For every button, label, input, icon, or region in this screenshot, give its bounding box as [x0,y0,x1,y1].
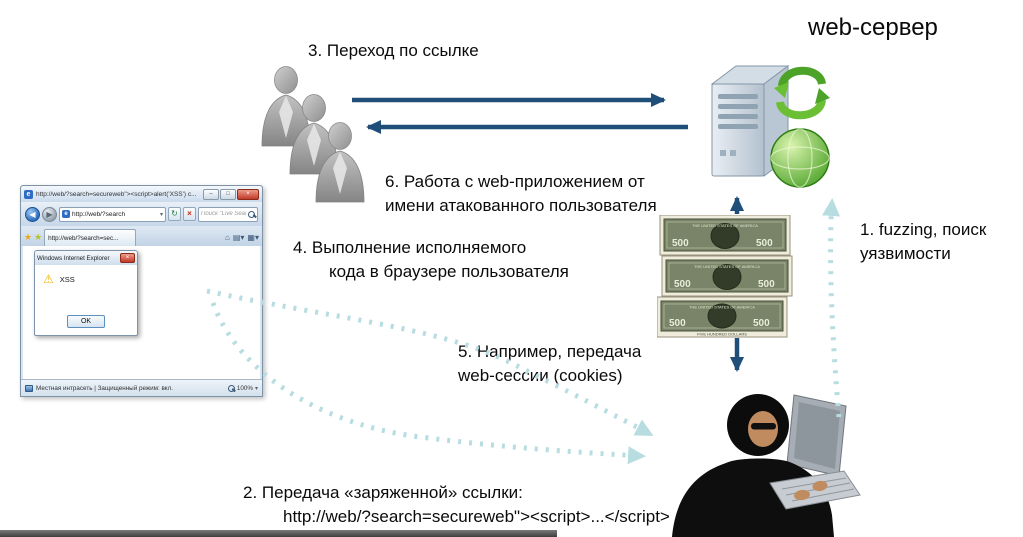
svg-text:THE UNITED STATES OF AMERICA: THE UNITED STATES OF AMERICA [689,305,755,310]
bottom-edge-bar [0,530,557,537]
step4-line1: 4. Выполнение исполняемого [293,238,527,257]
refresh-button[interactable]: ↻ [168,207,181,221]
svg-text:500: 500 [672,238,689,249]
address-text: http://web/?search [72,210,126,218]
step5-line2: web-сессии (cookies) [458,366,623,385]
svg-text:FIVE HUNDRED DOLLARS: FIVE HUNDRED DOLLARS [697,332,747,337]
step4-label: 4. Выполнение исполняемого кода в браузе… [293,236,569,284]
step1-label: 1. fuzzing, поиск уязвимости [860,218,986,266]
warning-icon: ⚠ [43,272,54,286]
dialog-title: Windows Internet Explorer [37,254,110,262]
search-input[interactable]: Поиск "Live Search" [198,206,258,222]
minimize-button[interactable]: – [203,188,219,200]
maximize-button[interactable]: □ [220,188,236,200]
back-button[interactable]: ◀ [25,206,40,222]
globe-icon [770,128,830,188]
server-icon [710,65,830,188]
step1-line1: 1. fuzzing, поиск [860,220,987,239]
browser-content: Windows Internet Explorer × ⚠ XSS OK [21,246,262,379]
tools-menu-icon[interactable]: ▦▾ [247,233,259,242]
step2-line1: 2. Передача «заряженной» ссылки: [243,483,523,502]
browser-tabbar: ★ ★ http://web/?search=sec... ⌂ ▤▾ ▦▾ [21,226,262,246]
browser-window: e http://web/?search=secureweb"><script>… [20,185,263,397]
close-button[interactable]: × [237,188,259,200]
money-icon: THE UNITED STATES OF AMERICA 500 500 THE… [657,215,793,338]
svg-text:500: 500 [674,279,691,290]
zoom-icon[interactable] [227,384,235,392]
favorites-star-icon[interactable]: ★ [24,232,33,242]
svg-text:500: 500 [756,238,773,249]
step2-line2: http://web/?search=secureweb"><script>..… [283,507,670,526]
step3-label: 3. Переход по ссылке [308,41,479,60]
step1-line2: уязвимости [860,244,951,263]
page-menu-icon[interactable]: ▤▾ [232,233,245,242]
laptop-icon [786,394,847,477]
step6-label: 6. Работа с web-приложением от имени ата… [385,170,657,218]
step5-label: 5. Например, передача web-сессии (cookie… [458,340,641,388]
dollar-bill: THE UNITED STATES OF AMERICA 500 500 FIV… [657,296,788,338]
sync-arrows-icon [774,66,830,120]
dollar-bill: THE UNITED STATES OF AMERICA 500 500 [661,255,793,297]
zoom-dropdown-icon[interactable]: ▾ [254,385,258,392]
dollar-bill: THE UNITED STATES OF AMERICA 500 500 [659,215,791,256]
address-dropdown-icon[interactable]: ▾ [159,211,163,218]
dialog-titlebar: Windows Internet Explorer × [35,251,137,265]
browser-titlebar[interactable]: e http://web/?search=secureweb"><script>… [21,186,262,202]
svg-text:500: 500 [753,318,770,329]
zoom-level[interactable]: 100% [236,384,253,392]
status-text: Местная интрасеть | Защищенный режим: вк… [36,384,174,392]
dialog-message: XSS [59,275,75,284]
alert-dialog: Windows Internet Explorer × ⚠ XSS OK [34,250,138,336]
page-icon: e [62,210,70,218]
step2-label: 2. Передача «заряженной» ссылки: http://… [243,481,670,529]
step6-line1: 6. Работа с web-приложением от [385,172,645,191]
svg-text:THE UNITED STATES OF AMERICA: THE UNITED STATES OF AMERICA [692,223,758,228]
browser-statusbar: Местная интрасеть | Защищенный режим: вк… [21,379,262,396]
ok-button[interactable]: OK [67,315,105,328]
svg-text:500: 500 [758,279,775,290]
stop-button[interactable]: × [183,207,196,221]
users-icon [261,66,365,203]
address-bar[interactable]: e http://web/?search ▾ [59,206,166,222]
intranet-icon [25,384,33,392]
search-placeholder: Поиск "Live Search" [201,211,246,217]
forward-button[interactable]: ▶ [42,206,57,222]
step6-line2: имени атакованного пользователя [385,196,657,215]
ie-favicon: e [24,189,33,199]
home-icon[interactable]: ⌂ [225,233,230,242]
step5-line1: 5. Например, передача [458,342,642,361]
laptop-base [769,470,861,510]
browser-tab[interactable]: http://web/?search=sec... [44,229,137,246]
step4-line2: кода в браузере пользователя [329,262,569,281]
browser-window-title: http://web/?search=secureweb"><script>al… [36,190,197,198]
web-server-label: web-сервер [808,14,938,41]
hacker-figure [672,394,834,537]
hacker-icon [672,394,861,537]
add-favorite-icon[interactable]: ★ [34,232,43,242]
svg-text:500: 500 [669,318,686,329]
svg-text:THE UNITED STATES OF AMERICA: THE UNITED STATES OF AMERICA [694,264,760,269]
dialog-close-button[interactable]: × [120,253,135,263]
browser-navbar: ◀ ▶ e http://web/?search ▾ ↻ × Поиск "Li… [21,202,262,226]
search-icon[interactable] [248,210,255,218]
